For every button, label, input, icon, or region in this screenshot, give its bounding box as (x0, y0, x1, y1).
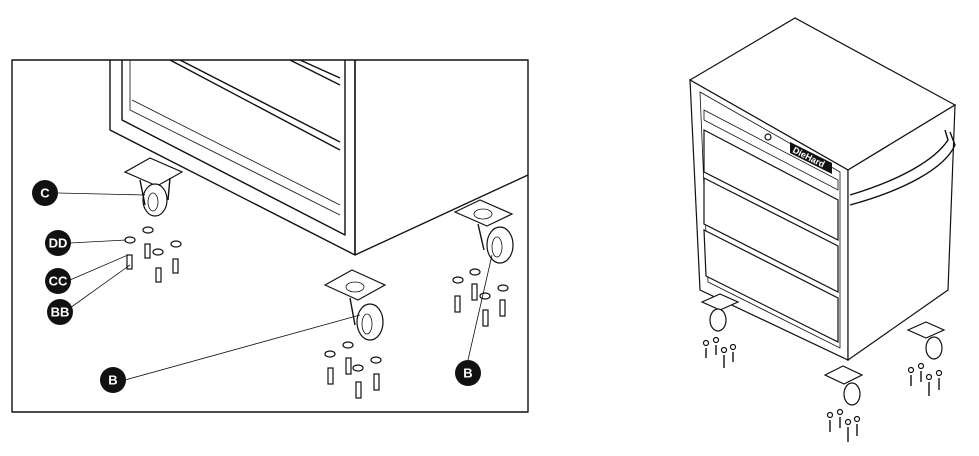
callout-dd: DD (45, 230, 71, 256)
overview-hardware (702, 336, 943, 442)
hardware-set (324, 341, 382, 399)
svg-text:DD: DD (49, 236, 68, 251)
leader-lines (57, 192, 493, 381)
overview-caster (823, 365, 864, 406)
lock-icon (764, 133, 772, 141)
cabinet-overview: DieHard (688, 17, 957, 442)
overview-caster (700, 293, 740, 332)
caster-b-front (323, 269, 387, 341)
svg-text:BB: BB (51, 305, 70, 320)
callout-cc: CC (45, 268, 71, 294)
svg-text:B: B (463, 366, 472, 381)
side-handle (849, 129, 949, 196)
svg-text:CC: CC (49, 274, 68, 289)
caster-c (123, 157, 184, 217)
hardware-set (124, 226, 182, 283)
detail-frame (11, 59, 529, 413)
hardware-set (452, 268, 509, 327)
drawers (703, 109, 839, 343)
callout-b-front: B (100, 367, 126, 393)
callout-b-right: B (455, 360, 481, 386)
overview-caster (906, 321, 946, 360)
callout-c: C (32, 180, 58, 206)
svg-text:C: C (40, 186, 50, 201)
caster-b-right (453, 199, 514, 264)
detail-view: C DD CC BB B B (11, 59, 529, 413)
svg-text:B: B (108, 373, 117, 388)
callout-bb: BB (47, 299, 73, 325)
cabinet-corner (109, 59, 529, 256)
